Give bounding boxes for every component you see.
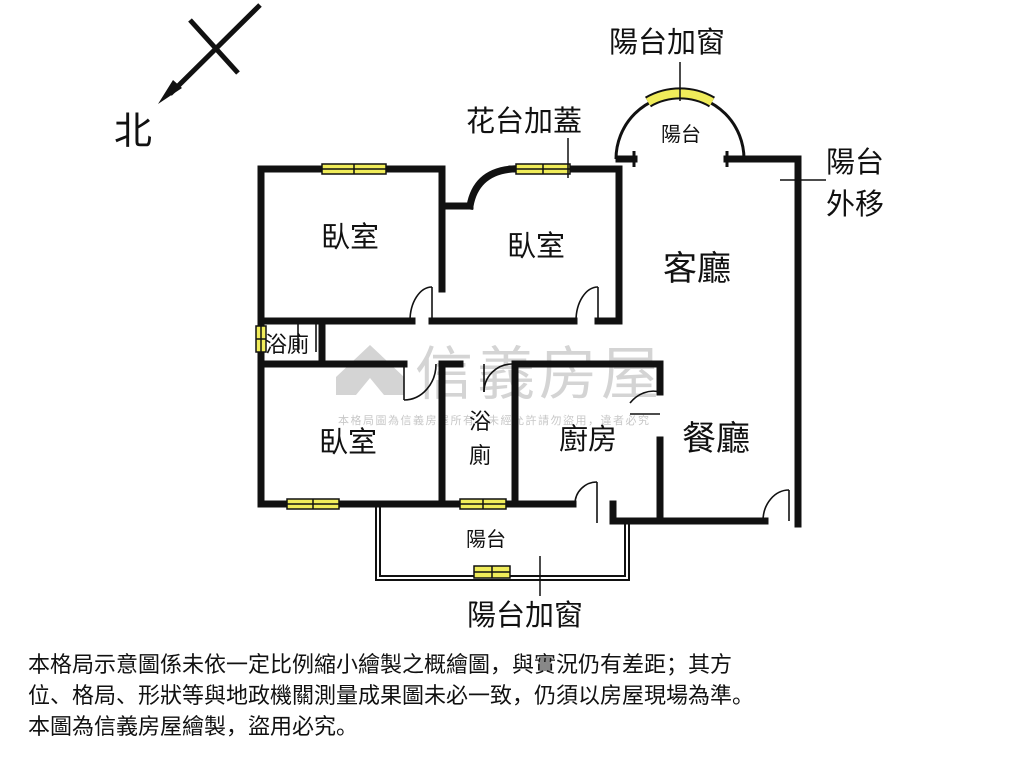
watermark-notice: 本格局圖為信義房屋所有，未經允許請勿盜用，違者必究 <box>338 413 651 427</box>
disclaimer-line-1: 本格局示意圖係未依一定比例縮小繪製之概繪圖，與實況仍有差距；其方 <box>28 653 733 678</box>
door-kitchen <box>629 390 661 415</box>
door-bathroom-middle <box>483 363 513 393</box>
disclaimer: 本格局示意圖係未依一定比例縮小繪製之概繪圖，與實況仍有差距；其方 位、格局、形狀… <box>28 650 1008 743</box>
disclaimer-line-2: 位、格局、形狀等與地政機關測量成果圖未必一致，仍須以房屋現場為準。 <box>28 684 755 709</box>
watermark: 信義房屋 本格局圖為信義房屋所有，未經允許請勿盜用，違者必究 <box>336 340 663 427</box>
leader-lines <box>539 62 826 596</box>
door-bedroom-top-left <box>409 286 433 322</box>
door-main-entrance <box>762 489 790 522</box>
door-bedroom-bottom-left <box>403 363 437 401</box>
window-bedroom-top-middle <box>515 163 571 175</box>
watermark-logo-icon <box>336 345 404 395</box>
room-label-bedroom-top-left: 臥室 <box>321 220 379 254</box>
floor-plan: 信義房屋 本格局圖為信義房屋所有，未經允許請勿盜用，違者必究 北 <box>114 3 884 632</box>
windows <box>255 163 571 579</box>
door-bathroom-left <box>297 321 317 352</box>
room-label-bedroom-top-middle: 臥室 <box>507 229 565 263</box>
disclaimer-line-3: 本圖為信義房屋繪製，盜用必究。 <box>28 715 359 740</box>
room-label-bathroom-middle-1: 浴 <box>469 410 491 435</box>
annotation-balcony-moved-1: 陽台 <box>826 145 884 179</box>
window-bathroom-left <box>255 325 267 353</box>
north-arrow-icon <box>158 80 182 104</box>
watermark-brand: 信義房屋 <box>415 340 663 408</box>
door-bedroom-top-middle <box>575 286 599 322</box>
compass: 北 <box>114 3 262 153</box>
room-label-balcony-bottom: 陽台 <box>466 527 506 551</box>
room-label-balcony-top: 陽台 <box>661 122 701 146</box>
annotation-bottom-balcony-window: 陽台加窗 <box>467 598 583 632</box>
room-label-living-room: 客廳 <box>663 249 731 289</box>
window-bathroom-middle <box>459 498 507 510</box>
top-balcony-arc <box>614 87 746 167</box>
doors <box>297 286 790 523</box>
annotation-top-balcony-window: 陽台加窗 <box>609 25 725 59</box>
window-bedroom-top-left <box>321 163 387 175</box>
annotation-planter-cover: 花台加蓋 <box>466 104 582 138</box>
north-label: 北 <box>114 109 152 153</box>
window-balcony-bottom <box>473 565 511 579</box>
window-bedroom-bottom-left <box>286 498 340 510</box>
room-label-bathroom-middle-2: 廁 <box>469 444 491 469</box>
door-balcony-bottom <box>574 481 598 523</box>
annotation-balcony-moved-2: 外移 <box>826 187 884 221</box>
room-label-dining-room: 餐廳 <box>682 419 750 459</box>
room-label-bedroom-bottom-left: 臥室 <box>319 425 377 459</box>
room-label-bathroom-left: 浴廁 <box>265 333 309 358</box>
room-label-kitchen: 廚房 <box>559 422 617 456</box>
